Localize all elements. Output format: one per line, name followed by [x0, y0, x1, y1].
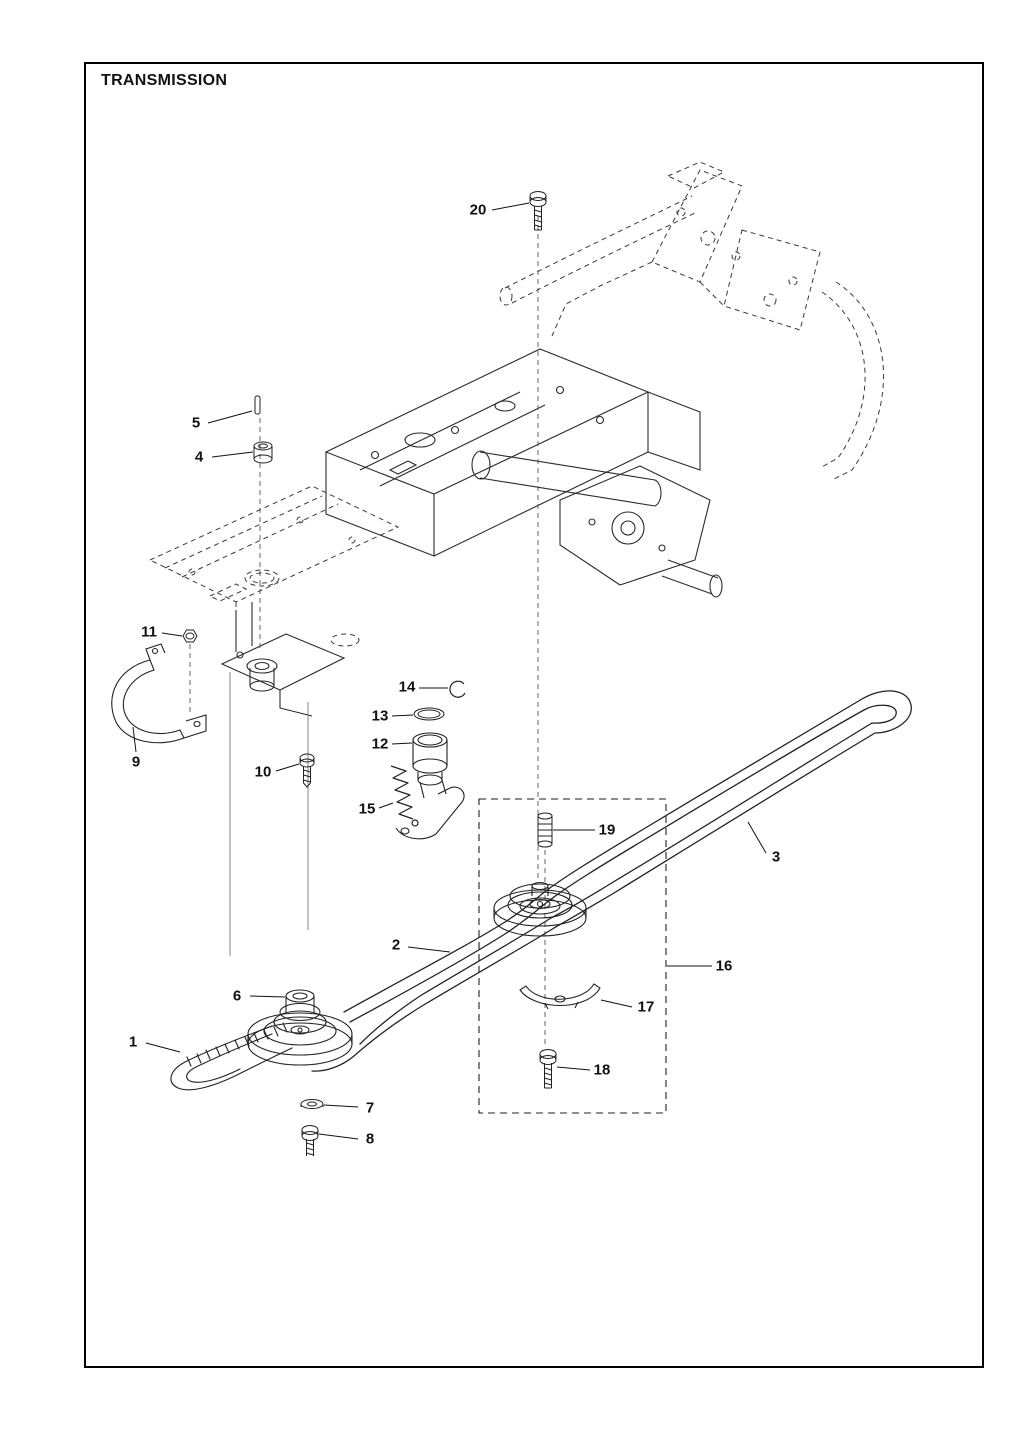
callout-8: 8 [365, 1130, 375, 1148]
part-9-guard-bracket [111, 643, 207, 744]
part-7-washer [300, 1099, 324, 1109]
callout-19: 19 [598, 821, 616, 839]
part-12-cup [412, 732, 448, 786]
callout-6: 6 [232, 987, 242, 1005]
part-19-stud [537, 812, 553, 848]
callout-12: 12 [371, 735, 389, 753]
callout-2: 2 [391, 936, 401, 954]
callout-1: 1 [128, 1033, 138, 1051]
leader-line-5 [207, 410, 253, 424]
part-20-bolt [529, 191, 547, 231]
callout-17: 17 [637, 998, 655, 1016]
part-1-ribbed-belt [170, 1022, 293, 1091]
callout-14: 14 [398, 678, 416, 696]
leader-line-9 [132, 726, 137, 753]
callout-16: 16 [715, 957, 733, 975]
leader-line-15 [378, 802, 394, 809]
part-15-spring [390, 765, 419, 827]
part-10-screw [299, 753, 315, 788]
leader-line-4 [211, 451, 254, 458]
leader-line-3 [747, 821, 767, 854]
leader-line-17 [600, 999, 633, 1008]
leader-line-18 [556, 1066, 591, 1071]
leader-line-8 [318, 1133, 359, 1140]
tension-arm [395, 779, 465, 840]
part-13-ring [413, 707, 445, 721]
leader-line-1 [145, 1042, 181, 1053]
callout-10: 10 [254, 763, 272, 781]
chassis-solid-body [220, 348, 723, 717]
idler-pulley [493, 881, 587, 937]
callout-9: 9 [131, 753, 141, 771]
part-18-bolt [539, 1049, 557, 1089]
part-11-nut [182, 629, 198, 643]
callout-3: 3 [771, 848, 781, 866]
leader-line-13 [391, 714, 414, 717]
leader-line-11 [161, 632, 183, 637]
leader-line-7 [323, 1104, 359, 1108]
leader-line-12 [391, 742, 413, 745]
center-axis-lines [189, 216, 546, 1048]
part-2-3-belt [311, 690, 912, 1072]
leader-line-6 [249, 995, 286, 998]
part-8-bolt [301, 1125, 319, 1156]
callout-11: 11 [141, 623, 157, 641]
leader-line-2 [407, 946, 451, 953]
callout-20: 20 [469, 201, 487, 219]
callout-5: 5 [191, 414, 201, 432]
part-6-engine-pulley [247, 989, 353, 1066]
callout-15: 15 [358, 800, 376, 818]
part-14-retaining-ring [449, 680, 466, 698]
page-title: TRANSMISSION [101, 72, 228, 89]
part-16-kit-box [478, 798, 667, 1114]
callout-4: 4 [194, 448, 204, 466]
part-4-bushing [253, 441, 273, 464]
part-17-bracket [519, 983, 601, 1010]
leader-line-10 [275, 763, 300, 772]
part-5-pin [254, 395, 261, 415]
callout-7: 7 [365, 1099, 375, 1117]
callout-18: 18 [593, 1061, 611, 1079]
projection-lines [229, 672, 309, 956]
callout-13: 13 [371, 707, 389, 725]
leader-line-20 [491, 202, 530, 211]
